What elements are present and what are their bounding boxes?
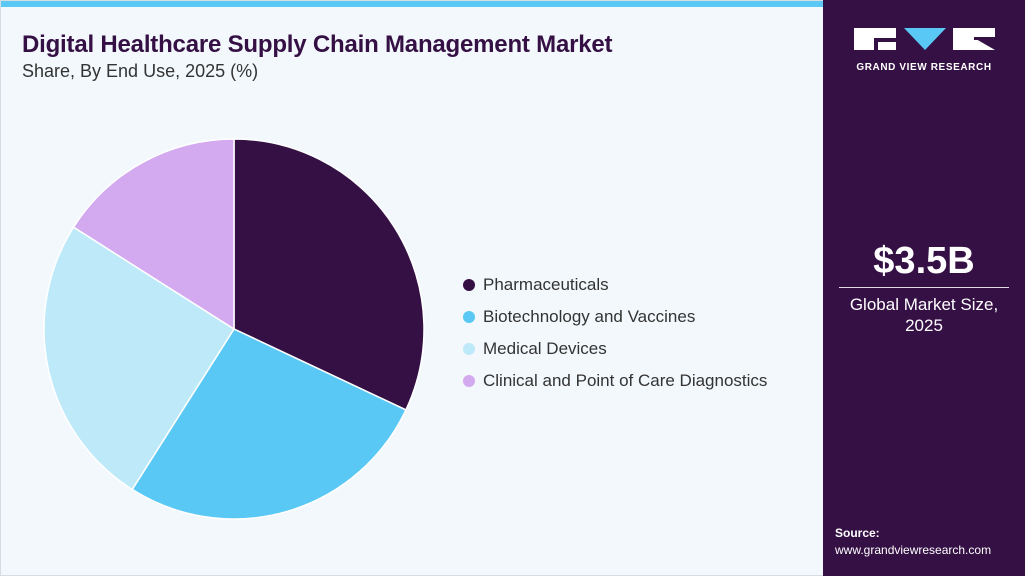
legend-item-pharmaceuticals[interactable]: Pharmaceuticals [463,269,767,301]
chart-legend: Pharmaceuticals Biotechnology and Vaccin… [463,269,767,397]
market-size-label: Global Market Size, 2025 [849,295,999,335]
legend-label: Biotechnology and Vaccines [483,307,696,326]
side-panel: GRAND VIEW RESEARCH $3.5B Global Market … [823,0,1025,576]
accent-bar [1,1,824,7]
pie-chart [43,138,425,520]
legend-marker [463,343,475,355]
legend-marker [463,375,475,387]
legend-label: Pharmaceuticals [483,275,609,294]
legend-item-clinical-diagnostics[interactable]: Clinical and Point of Care Diagnostics [463,365,767,397]
legend-item-medical-devices[interactable]: Medical Devices [463,333,767,365]
grand-view-research-logo[interactable] [854,28,995,74]
source-url[interactable]: www.grandviewresearch.com [835,543,992,557]
legend-marker [463,279,475,291]
legend-label: Medical Devices [483,339,607,358]
source-label: Source: [835,526,880,540]
legend-label: Clinical and Point of Care Diagnostics [483,371,768,390]
chart-subtitle: Share, By End Use, 2025 (%) [22,61,259,81]
legend-marker [463,311,475,323]
pie-slice-medical-devices[interactable] [43,226,236,491]
pie-slice-biotechnology-and-vaccines[interactable] [131,328,407,520]
market-size-value: $3.5B [873,240,975,282]
logo-text: GRAND VIEW RESEARCH [856,62,992,73]
legend-item-biotechnology[interactable]: Biotechnology and Vaccines [463,301,767,333]
pie-slice-clinical-and-point-of-care-diagnostics[interactable] [72,138,235,331]
chart-title: Digital Healthcare Supply Chain Manageme… [22,31,613,58]
chart-panel: Digital Healthcare Supply Chain Manageme… [0,0,824,576]
divider [839,287,1009,288]
pie-slice-pharmaceuticals[interactable] [233,138,425,411]
